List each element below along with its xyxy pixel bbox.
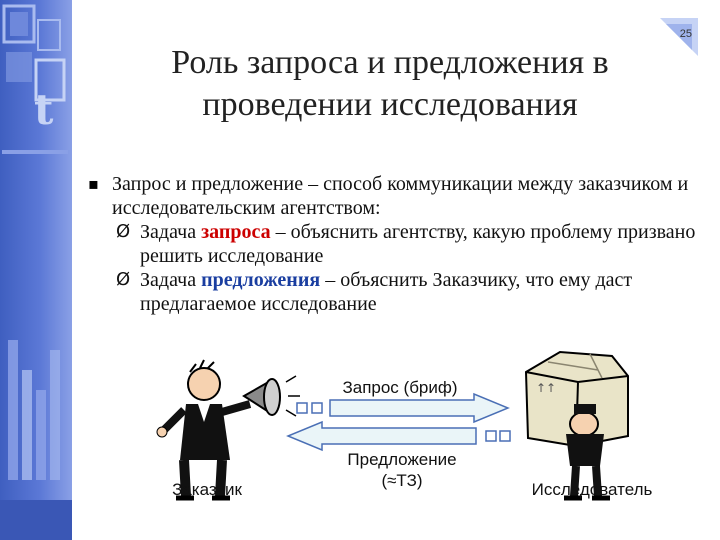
sub-item-prefix: Задача (140, 221, 202, 243)
sub-item-emphasis: запроса (201, 221, 271, 243)
arrow-bullet-icon: Ø (116, 221, 131, 242)
request-label: Запрос (бриф) (342, 378, 458, 397)
sidebar-pattern: t (0, 4, 72, 540)
sub-item-proposal: Ø Задача предложения – объяснить Заказчи… (82, 268, 702, 316)
slide-number: 25 (679, 28, 692, 40)
bullet-item: ▪ Запрос и предложение – способ коммуник… (82, 172, 702, 220)
bullet-text: Запрос и предложение – способ коммуникац… (112, 173, 689, 219)
sub-item-request: Ø Задача запроса – объяснить агентству, … (82, 220, 702, 268)
client-with-megaphone-icon (156, 359, 300, 501)
sub-item-suffix: – объяснить Заказчику, что ему даст пред… (140, 269, 633, 315)
slide-body: ▪ Запрос и предложение – способ коммуник… (82, 172, 702, 316)
sub-item-emphasis: предложения (201, 269, 321, 291)
researcher-label: Исследователь (531, 480, 653, 499)
arrow-bullet-icon: Ø (116, 269, 131, 290)
client-label: Заказчик (172, 480, 242, 499)
researcher-with-box-icon: ↑↑ (524, 350, 629, 501)
slide-title: Роль запроса и предложения в проведении … (171, 44, 609, 123)
sub-item-prefix: Задача (140, 269, 202, 291)
corner-triangle-decoration (660, 18, 698, 56)
sidebar-decoration: t (0, 0, 72, 540)
proposal-arrow (286, 420, 511, 452)
svg-text:t: t (34, 85, 54, 134)
bullet-marker-icon: ▪ (88, 174, 99, 193)
proposal-label-line1: Предложение (347, 450, 457, 469)
request-arrow (296, 392, 510, 424)
sub-item-suffix: – объяснить агентству, какую проблему пр… (140, 221, 696, 267)
proposal-label-line2: (≈ТЗ) (381, 471, 423, 490)
svg-text:↑↑: ↑↑ (536, 381, 556, 395)
